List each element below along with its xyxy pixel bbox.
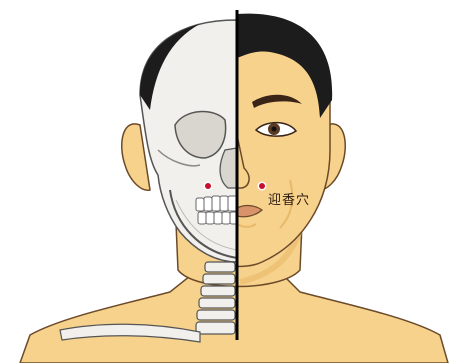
teeth <box>196 196 237 224</box>
acupoint-right <box>258 182 267 191</box>
acupoint-label: 迎香穴 <box>268 189 310 208</box>
acupoint-left <box>204 182 213 191</box>
skull-half <box>140 20 237 262</box>
nasal-cavity <box>220 148 237 188</box>
